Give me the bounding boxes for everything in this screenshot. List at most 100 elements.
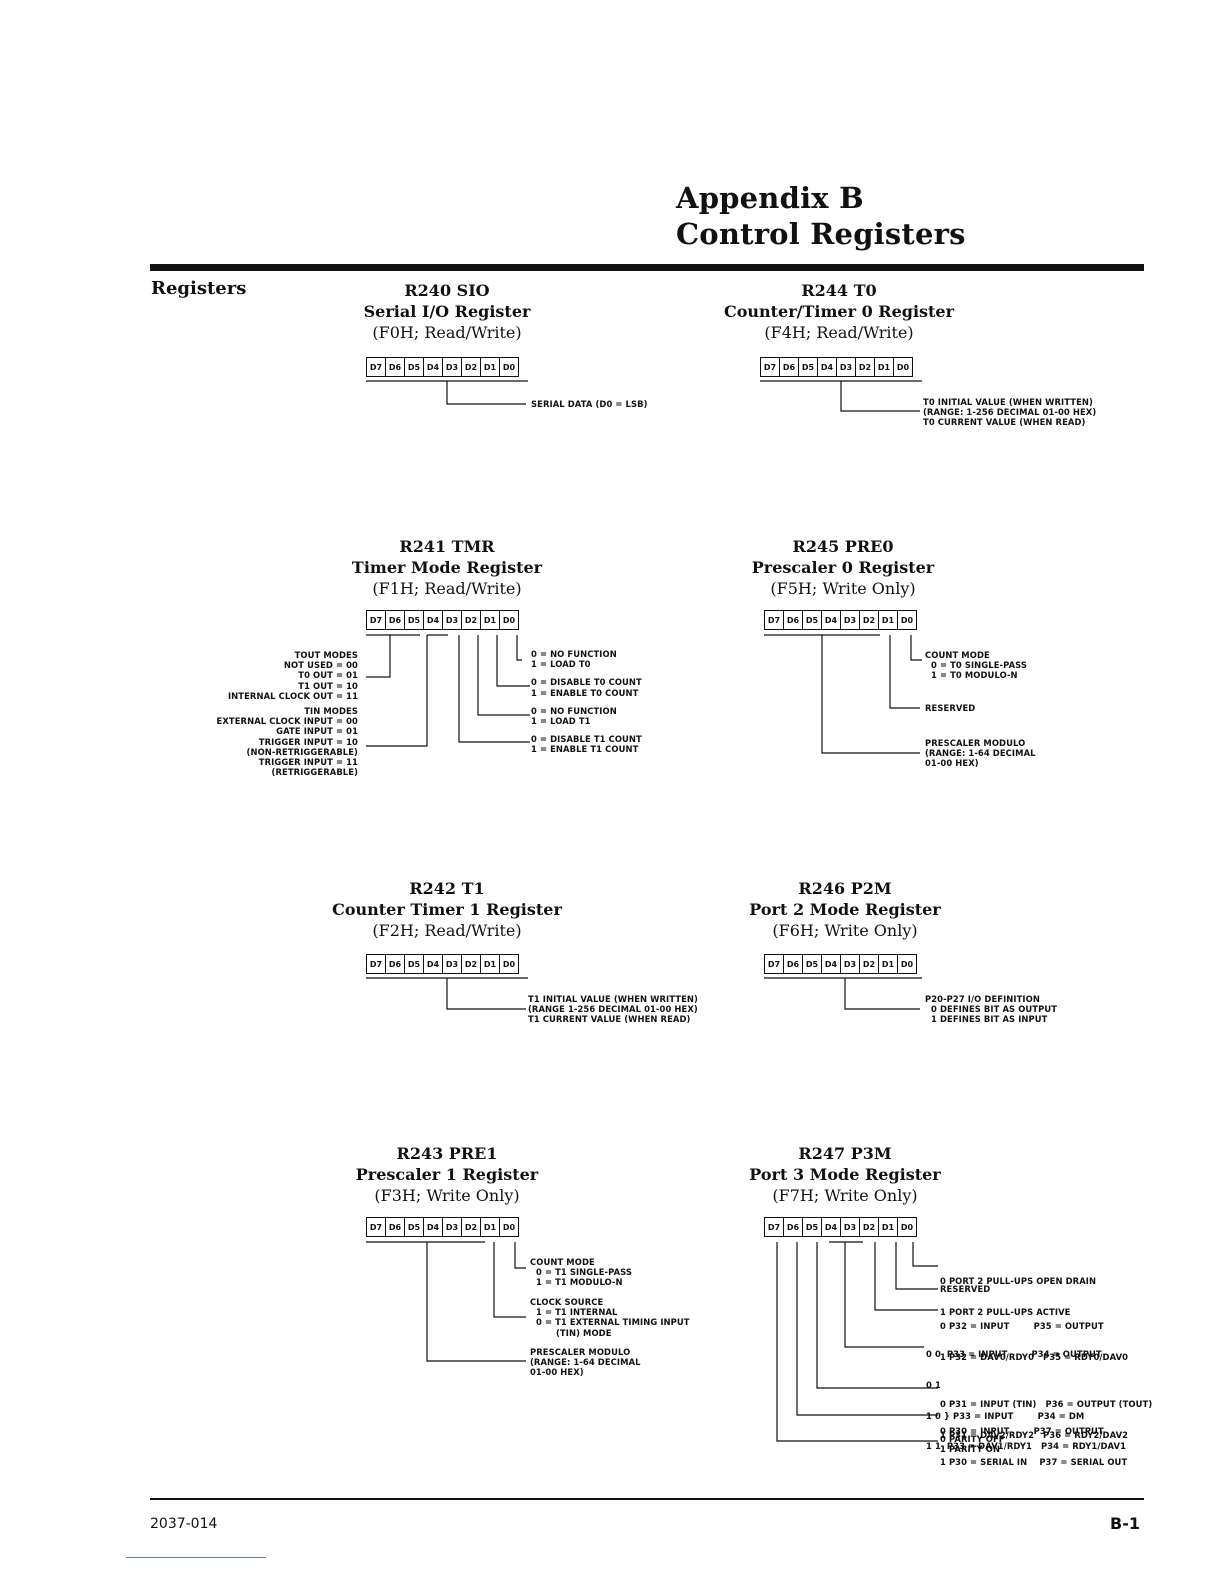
- bit-d2: D2: [462, 358, 481, 376]
- r244-name: R244 T0: [801, 281, 877, 300]
- r243-count-mode-notes: COUNT MODE 0 = T1 SINGLE-PASS 1 = T1 MOD…: [530, 1257, 632, 1288]
- bit-d4: D4: [822, 955, 841, 973]
- top-rule: [150, 264, 1144, 271]
- bottom-rule: [150, 1498, 1144, 1500]
- footer-underline: [126, 1557, 266, 1558]
- r246-bit-field: D7 D6 D5 D4 D3 D2 D1 D0: [764, 954, 917, 974]
- r246-name: R246 P2M: [798, 879, 892, 898]
- r244-access: (F4H; Read/Write): [764, 323, 914, 342]
- r245-prescaler-notes: PRESCALER MODULO (RANGE: 1-64 DECIMAL 01…: [925, 738, 1036, 769]
- r242-header: R242 T1 Counter Timer 1 Register (F2H; R…: [297, 878, 597, 941]
- bit-d7: D7: [367, 611, 386, 629]
- r243-prescaler-notes: PRESCALER MODULO (RANGE: 1-64 DECIMAL 01…: [530, 1347, 641, 1378]
- r243-note: 1 = T1 INTERNAL: [536, 1307, 618, 1318]
- bit-d5: D5: [803, 611, 822, 629]
- bit-d3: D3: [841, 1218, 860, 1236]
- r242-title: Counter Timer 1 Register: [332, 900, 562, 919]
- r245-note: 0 = T0 SINGLE-PASS: [931, 660, 1028, 671]
- bit-d2: D2: [860, 955, 879, 973]
- r240-bit-field: D7 D6 D5 D4 D3 D2 D1 D0: [366, 357, 519, 377]
- bit-d1: D1: [875, 358, 894, 376]
- bit-d6: D6: [386, 1218, 405, 1236]
- bit-d0: D0: [900, 1222, 914, 1232]
- bit-d3: D3: [837, 358, 856, 376]
- bit-d7: D7: [761, 358, 780, 376]
- r243-note: 1 = T1 MODULO-N: [536, 1277, 623, 1288]
- r245-note: PRESCALER MODULO: [925, 738, 1026, 748]
- bit-d5: D5: [405, 955, 424, 973]
- bit-d6: D6: [386, 611, 405, 629]
- page-number: B-1: [1110, 1514, 1140, 1533]
- r241-right-note: 0 = NO FUNCTION: [531, 649, 617, 659]
- r247-note: 1 1 P33 = DAV1/RDY1 P34 = RDY1/DAV1: [926, 1441, 1127, 1452]
- r241-header: R241 TMR Timer Mode Register (F1H; Read/…: [297, 536, 597, 599]
- bit-d0: D0: [896, 362, 910, 372]
- section-label: Registers: [151, 278, 247, 299]
- r241-left-note: INTERNAL CLOCK OUT = 11: [227, 690, 358, 701]
- bit-d4: D4: [424, 1218, 443, 1236]
- r242-name: R242 T1: [409, 879, 485, 898]
- bit-d3: D3: [841, 955, 860, 973]
- bit-d2: D2: [860, 1218, 879, 1236]
- r243-name: R243 PRE1: [396, 1144, 498, 1163]
- r245-reserved: RESERVED: [925, 703, 976, 713]
- r241-title: Timer Mode Register: [351, 558, 543, 577]
- bit-d2: D2: [462, 1218, 481, 1236]
- bit-d6: D6: [780, 358, 799, 376]
- bit-d4: D4: [424, 358, 443, 376]
- r242-note-line: T1 CURRENT VALUE (WHEN READ): [528, 1014, 691, 1025]
- bit-d0: D0: [502, 959, 516, 969]
- r247-note: 1 P32 = DAV0/RDY0 P35 = RDY0/DAV0: [940, 1352, 1129, 1363]
- bit-d7: D7: [367, 358, 386, 376]
- r247-note: 1 0 } P33 = INPUT P34 = DM: [926, 1410, 1085, 1421]
- r247-name: R247 P3M: [798, 1144, 892, 1163]
- r245-header: R245 PRE0 Prescaler 0 Register (F5H; Wri…: [693, 536, 993, 599]
- r241-left-note: EXTERNAL CLOCK INPUT = 00: [216, 716, 358, 727]
- r245-access: (F5H; Write Only): [770, 579, 916, 598]
- r241-left-note: TRIGGER INPUT = 10: [258, 736, 358, 747]
- bit-d7: D7: [765, 611, 784, 629]
- bit-d0: D0: [900, 959, 914, 969]
- bit-d1: D1: [481, 1218, 500, 1236]
- bit-d3: D3: [443, 358, 462, 376]
- r247-header: R247 P3M Port 3 Mode Register (F7H; Writ…: [695, 1143, 995, 1206]
- r243-note: 01-00 HEX): [530, 1367, 584, 1378]
- r241-tout-heading: TOUT MODES: [294, 650, 358, 660]
- bit-d2: D2: [462, 955, 481, 973]
- bit-d2: D2: [860, 611, 879, 629]
- r247-access: (F7H; Write Only): [772, 1186, 918, 1205]
- r240-note: SERIAL DATA (D0 = LSB): [531, 399, 648, 409]
- bit-d5: D5: [405, 611, 424, 629]
- r247-note: 0 P32 = INPUT P35 = OUTPUT: [940, 1321, 1104, 1332]
- bit-d1: D1: [481, 358, 500, 376]
- r247-p33-notes: 0 0 P33 = INPUT P34 = OUTPUT 0 1 1 0 } P…: [926, 1329, 1126, 1462]
- r240-title: Serial I/O Register: [363, 302, 531, 321]
- r243-header: R243 PRE1 Prescaler 1 Register (F3H; Wri…: [297, 1143, 597, 1206]
- bit-d3: D3: [443, 955, 462, 973]
- bit-d7: D7: [765, 1218, 784, 1236]
- r245-title: Prescaler 0 Register: [751, 558, 935, 577]
- r247-pullup-notes: 0 PORT 2 PULL-UPS OPEN DRAIN 1 PORT 2 PU…: [940, 1256, 1096, 1327]
- r245-note: 1 = T0 MODULO-N: [931, 670, 1018, 681]
- r247-p32-notes: 0 P32 = INPUT P35 = OUTPUT 1 P32 = DAV0/…: [940, 1301, 1128, 1372]
- bit-d4: D4: [424, 611, 443, 629]
- bit-d6: D6: [784, 955, 803, 973]
- bit-d5: D5: [803, 1218, 822, 1236]
- r245-note: COUNT MODE: [925, 650, 990, 660]
- r241-left-note: T0 OUT = 01: [298, 670, 358, 681]
- r246-title: Port 2 Mode Register: [749, 900, 941, 919]
- page-title: Appendix B Control Registers: [676, 180, 966, 252]
- r247-note: 0 P30 = INPUT P37 = OUTPUT: [940, 1426, 1104, 1437]
- r241-right-note: 1 = ENABLE T1 COUNT: [531, 744, 639, 755]
- r241-access: (F1H; Read/Write): [372, 579, 522, 598]
- r244-bit-field: D7 D6 D5 D4 D3 D2 D1 D0: [760, 357, 913, 377]
- r243-note: CLOCK SOURCE: [530, 1297, 604, 1307]
- r247-p31-notes: 0 P31 = INPUT (TIN) P36 = OUTPUT (TOUT) …: [940, 1379, 1152, 1450]
- r243-clock-source-notes: CLOCK SOURCE 1 = T1 INTERNAL 0 = T1 EXTE…: [530, 1297, 690, 1338]
- bit-d1: D1: [481, 611, 500, 629]
- r243-note: (RANGE: 1-64 DECIMAL: [530, 1357, 641, 1368]
- r241-right-note: 1 = LOAD T1: [531, 716, 591, 727]
- r241-left-note: GATE INPUT = 01: [276, 726, 358, 737]
- bit-d4: D4: [424, 955, 443, 973]
- bit-d6: D6: [386, 358, 405, 376]
